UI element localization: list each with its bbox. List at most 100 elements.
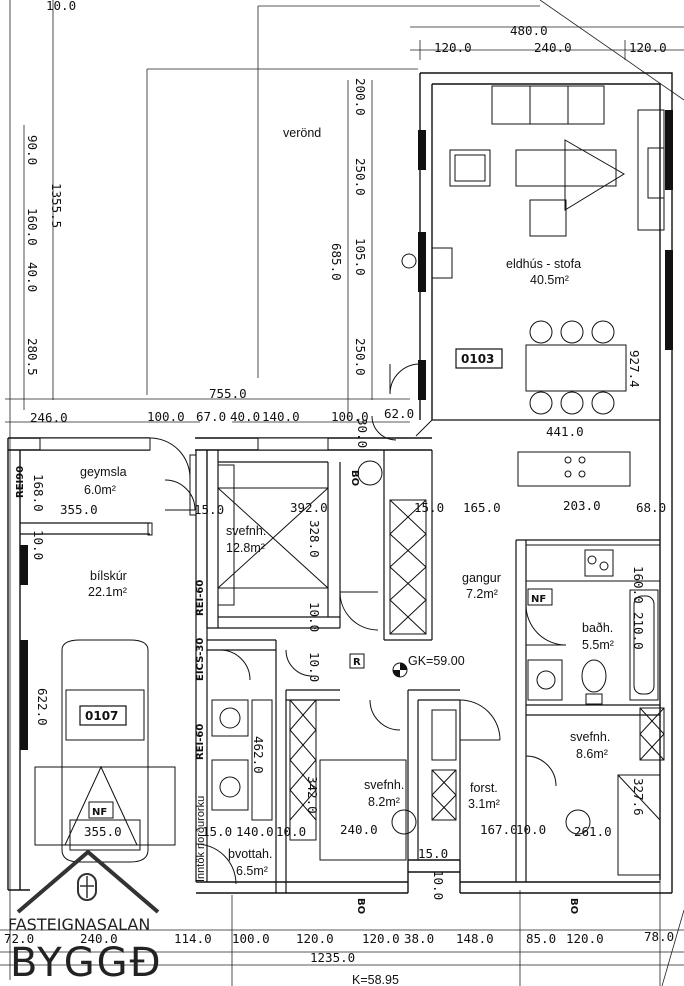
- nf-box-1: [88, 801, 114, 819]
- dim-120-top-a: 120.0: [434, 40, 472, 55]
- dim-b1235: 1235.0: [310, 950, 355, 965]
- dim-167: 167.0: [480, 822, 518, 837]
- dim-342: 342.0: [305, 776, 320, 814]
- bo-tag-3: BO: [568, 898, 579, 914]
- dim-b120a: 120.0: [296, 931, 334, 946]
- logo-line1: FASTEIGNASALAN: [8, 915, 150, 934]
- dim-240-b: 240.0: [340, 822, 378, 837]
- room-eldhus-name: eldhús - stofa: [506, 257, 581, 271]
- dim-328: 328.0: [307, 520, 322, 558]
- room-0107-tag: 0107: [85, 709, 118, 723]
- dim-10-c: 10.0: [307, 652, 322, 682]
- dim-b100: 100.0: [232, 931, 270, 946]
- room-bilskur-name: bílskúr: [90, 569, 127, 583]
- dim-b120c: 120.0: [566, 931, 604, 946]
- room-verond-label: verönd: [283, 126, 321, 140]
- doors: [149, 363, 567, 885]
- dim-b240: 240.0: [80, 931, 118, 946]
- room-gangur-name: gangur: [462, 571, 501, 585]
- dim-168: 168.0: [31, 474, 46, 512]
- room-0103-box: [455, 348, 503, 369]
- room-0103-tag: 0103: [461, 352, 494, 366]
- rei90-tag: REI90: [15, 466, 26, 498]
- furniture: [34, 85, 665, 876]
- dim-355-a: 355.0: [60, 502, 98, 517]
- room-svefn1-area: 12.8m²: [226, 541, 265, 555]
- dim-240-top: 240.0: [534, 40, 572, 55]
- dim-15-d: 15.0: [418, 846, 448, 861]
- dim-b120b: 120.0: [362, 931, 400, 946]
- dim-b72: 72.0: [4, 931, 34, 946]
- dim-b114: 114.0: [174, 931, 212, 946]
- brand-logo: FASTEIGNASALAN BYGGÐ: [8, 849, 161, 986]
- dim-10-d: 10.0: [276, 824, 306, 839]
- dim-b148: 148.0: [456, 931, 494, 946]
- rei60-tag-b: REI-60: [195, 724, 206, 760]
- dim-441: 441.0: [546, 424, 584, 439]
- intok-label: Inntök norðurorku: [195, 796, 207, 882]
- r-tag: R: [353, 657, 361, 668]
- dim-165: 165.0: [463, 500, 501, 515]
- dim-40-b: 40.0: [230, 409, 260, 424]
- dim-15-c: 15.0: [202, 824, 232, 839]
- dim-203: 203.0: [563, 498, 601, 513]
- dim-210: 210.0: [631, 612, 646, 650]
- dim-10-b: 10.0: [307, 602, 322, 632]
- dim-90: 90.0: [25, 135, 40, 165]
- dim-755: 755.0: [209, 386, 247, 401]
- dim-67: 67.0: [196, 409, 226, 424]
- eics30-tag: EICS-30: [195, 638, 206, 681]
- gk-marker-fill: [393, 663, 407, 677]
- dim-13555: 1355.5: [49, 183, 64, 228]
- dim-100-a: 100.0: [147, 409, 185, 424]
- dim-250-b: 250.0: [353, 338, 368, 376]
- dim-246: 246.0: [30, 410, 68, 425]
- room-geymsla-name: geymsla: [80, 465, 127, 479]
- dim-b38: 38.0: [404, 931, 434, 946]
- room-svefn3-name: svefnh.: [364, 778, 404, 792]
- room-pvottah-name: þvottah.: [228, 847, 272, 861]
- dim-10-top: 10.0: [46, 0, 76, 13]
- room-geymsla-area: 6.0m²: [84, 483, 116, 497]
- dim-68: 68.0: [636, 500, 666, 515]
- room-bilskur-area: 22.1m²: [88, 585, 127, 599]
- dim-15-b: 15.0: [414, 500, 444, 515]
- r-box: [349, 653, 365, 669]
- dim-15-a: 15.0: [194, 502, 224, 517]
- dim-392: 392.0: [290, 500, 328, 515]
- bo-tag-2: BO: [355, 898, 366, 914]
- dim-120-top-b: 120.0: [629, 40, 667, 55]
- bo-tag-1: BO: [349, 470, 360, 486]
- dim-200: 200.0: [353, 78, 368, 116]
- dim-62: 62.0: [384, 406, 414, 421]
- dim-b78: 78.0: [644, 929, 674, 944]
- nf-tag-1: NF: [92, 807, 107, 818]
- room-bad-name: baðh.: [582, 621, 613, 635]
- dim-250-a: 250.0: [353, 158, 368, 196]
- dim-b85: 85.0: [526, 931, 556, 946]
- dim-685: 685.0: [329, 243, 344, 281]
- dim-462: 462.0: [251, 736, 266, 774]
- dim-10-f: 10.0: [431, 870, 446, 900]
- dim-160-b: 160.0: [631, 566, 646, 604]
- room-forst-area: 3.1m²: [468, 797, 500, 811]
- dim-160: 160.0: [25, 208, 40, 246]
- dim-10-e: 10.0: [516, 822, 546, 837]
- dim-10-a: 10.0: [31, 530, 46, 560]
- wall-columns: [20, 110, 673, 750]
- room-svefn1-name: svefnh.: [226, 524, 266, 538]
- k-elevation: K=58.95: [352, 973, 399, 986]
- dim-105: 105.0: [353, 238, 368, 276]
- dim-355-b: 355.0: [84, 824, 122, 839]
- dimensions: 480.0 120.0 240.0 120.0 10.0 90.0 160.0 …: [4, 0, 674, 965]
- room-pvottah-area: 6.5m²: [236, 864, 268, 878]
- room-bad-area: 5.5m²: [582, 638, 614, 652]
- tags: 0103 0107 NF NF R GK=59.00 K=58.95 REI90…: [15, 348, 579, 986]
- dim-100-b: 100.0: [331, 409, 369, 424]
- nf-tag-2: NF: [531, 594, 546, 605]
- room-eldhus-area: 40.5m²: [530, 273, 569, 287]
- dim-622: 622.0: [35, 688, 50, 726]
- logo-roof-icon: [16, 849, 160, 914]
- room-0107-box: [79, 705, 127, 726]
